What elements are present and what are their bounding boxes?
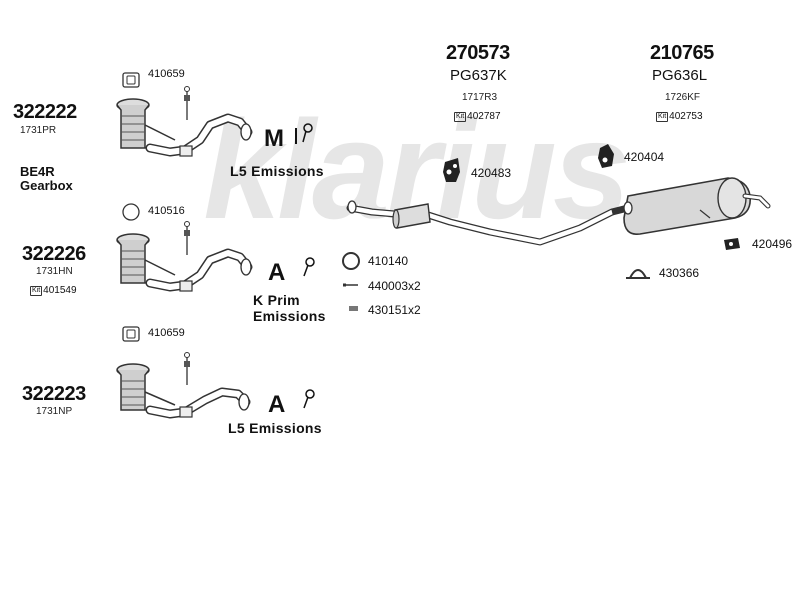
- rubber-mount-2-icon: [598, 144, 614, 168]
- clamp-3-icon: [122, 326, 140, 342]
- kit-badge-icon: Kit: [454, 111, 467, 122]
- rubber-1-label: 420483: [471, 166, 512, 180]
- emissions-note-3: L5 Emissions: [228, 420, 322, 436]
- rubber-3-label: 420496: [752, 237, 793, 251]
- part-1-code: 270573: [446, 42, 510, 64]
- spring-label: 430151x2: [368, 303, 421, 317]
- emissions-note-2: K Prim Emissions: [253, 292, 326, 324]
- spring-icon: [349, 306, 358, 311]
- svg-text:A: A: [268, 391, 285, 418]
- ring-label: 410140: [368, 254, 409, 268]
- clamp-2-icon: [122, 203, 140, 221]
- catalyst-diagram-1: [116, 72, 253, 157]
- clamp-1-label: 410659: [148, 68, 185, 80]
- part-1-kit: 402787: [467, 111, 501, 122]
- rubber-mount-3-icon: [724, 238, 740, 250]
- front-pipe-270573: [346, 200, 616, 246]
- emissions-2-line-2: Emissions: [253, 308, 326, 324]
- kit-badge-icon: Kit: [656, 111, 669, 122]
- kit-3-sub: 1731NP: [36, 406, 73, 417]
- kit-3-code: 322223: [22, 383, 86, 405]
- kit-1-code: 322222: [13, 101, 77, 123]
- part-2-sub: 1726KF: [665, 92, 701, 103]
- pipe-clip-icon: [626, 269, 650, 279]
- kit-2-kit: 401549: [43, 285, 77, 296]
- svg-text:A: A: [268, 259, 285, 286]
- emissions-2-line-1: K Prim: [253, 292, 300, 308]
- rubber-mount-1-icon: [443, 158, 460, 182]
- emissions-1-line-1: L5 Emissions: [230, 163, 324, 179]
- rear-silencer-210765: [611, 177, 771, 235]
- manual-gearbox-icon: M: [264, 123, 313, 152]
- kit-2-sub: 1731HN: [36, 266, 73, 277]
- part-2-code: 210765: [650, 42, 714, 64]
- automatic-gearbox-icon: A: [268, 389, 315, 418]
- kit-badge-icon: Kit: [30, 285, 43, 296]
- sealing-ring-icon: [342, 252, 360, 270]
- catalyst-diagram-3: [116, 326, 251, 419]
- bolt-label: 440003x2: [368, 279, 421, 293]
- kit-2-code: 322226: [22, 243, 86, 265]
- clamp-2-label: 410516: [148, 205, 185, 217]
- part-1-name: PG637K: [450, 67, 507, 84]
- emissions-3-line-1: L5 Emissions: [228, 420, 322, 436]
- part-2-kit: 402753: [669, 111, 703, 122]
- part-2-name: PG636L: [652, 67, 708, 84]
- catalyst-diagram-2: [116, 203, 253, 292]
- clip-label: 430366: [659, 266, 700, 280]
- emissions-note-1: L5 Emissions: [230, 163, 324, 179]
- clamp-3-label: 410659: [148, 327, 185, 339]
- part-1-sub: 1717R3: [462, 92, 498, 103]
- svg-text:M: M: [264, 125, 284, 152]
- clamp-1-icon: [122, 72, 140, 88]
- automatic-gearbox-icon: A: [268, 257, 315, 286]
- kit-1-sub: 1731PR: [20, 125, 57, 136]
- gearbox-line-1: BE4R: [20, 164, 55, 179]
- rubber-2-label: 420404: [624, 150, 665, 164]
- gearbox-line-2: Gearbox: [20, 178, 73, 193]
- gearbox-note: BE4R Gearbox: [20, 165, 73, 193]
